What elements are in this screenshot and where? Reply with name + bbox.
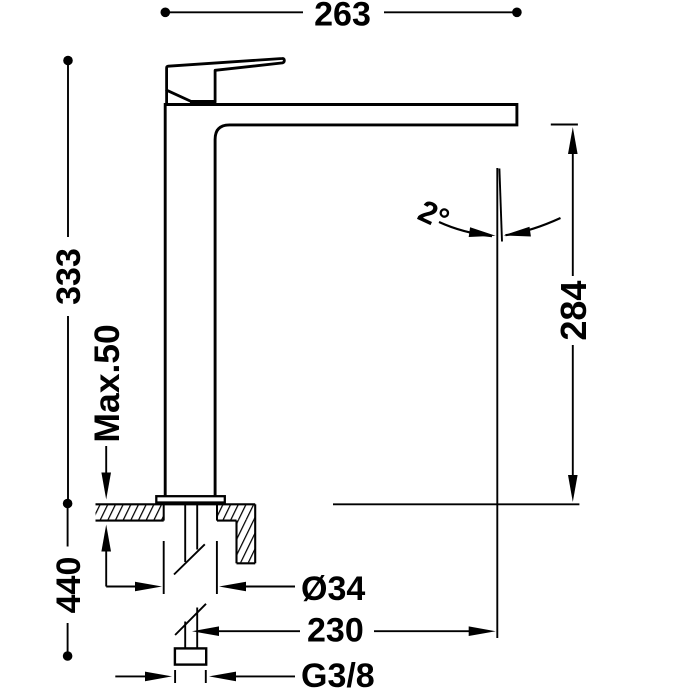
svg-text:440: 440 [50,557,88,614]
svg-text:Max.50: Max.50 [87,324,127,442]
svg-text:263: 263 [314,0,371,34]
svg-text:G3/8: G3/8 [301,657,375,695]
svg-text:Ø34: Ø34 [301,570,365,608]
svg-text:284: 284 [553,281,594,341]
svg-text:230: 230 [307,612,364,650]
svg-text:333: 333 [50,248,88,305]
